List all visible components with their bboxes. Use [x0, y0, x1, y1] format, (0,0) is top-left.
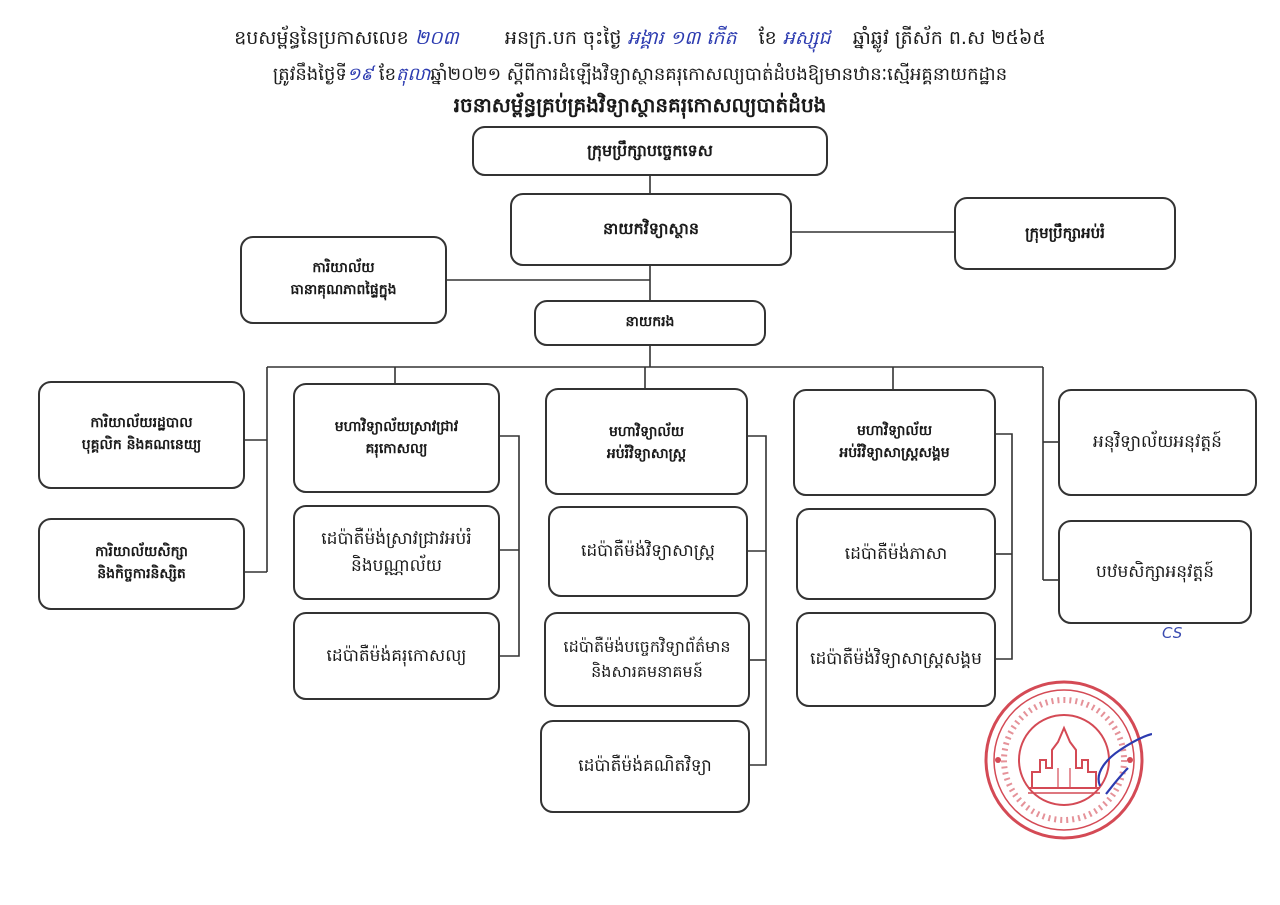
practice-secondary-label: អនុវិទ្យាល័យអនុវត្តន៍: [1093, 432, 1222, 453]
faculty-research-label-1: មហាវិទ្យាល័យស្រាវជ្រាវ: [334, 419, 459, 435]
qa-office-box: ការិយាល័យ ធានាគុណភាពផ្ទៃក្នុង: [240, 236, 447, 324]
institute-director-box: នាយកវិទ្យាស្ថាន: [510, 193, 792, 266]
dept-social-science-label: ដេប៉ាតឺម៉ង់វិទ្យាសាស្ត្រសង្គម: [810, 649, 982, 670]
month-label: ខែ: [758, 27, 777, 49]
date-month-label: ខែ: [378, 64, 397, 85]
dept-research-label-1: ដេប៉ាតឺម៉ង់ស្រាវជ្រាវអប់រំ: [321, 529, 472, 550]
faculty-social-label-1: មហាវិទ្យាល័យ: [856, 423, 933, 439]
dept-ict-box: ដេប៉ាតឺម៉ង់បច្ចេកវិទ្យាព័ត៌មាន និងសារគមន…: [544, 612, 750, 707]
student-affairs-label-2: និងកិច្ចការនិស្សិត: [97, 566, 186, 582]
dept-pedagogy-label: ដេប៉ាតឺម៉ង់គរុកោសល្យ: [326, 645, 467, 666]
sign-month: អស្សុជ: [782, 27, 831, 49]
qa-office-label-2: ធានាគុណភាពផ្ទៃក្នុង: [290, 282, 397, 298]
board-of-directors-label: ក្រុមប្រឹក្សាបច្ចេកទេស: [587, 140, 713, 160]
faculty-research-label-2: គរុកោសល្យ: [365, 440, 428, 457]
official-seal-icon: [984, 680, 1152, 840]
dept-social-science-box: ដេប៉ាតឺម៉ង់វិទ្យាសាស្ត្រសង្គម: [796, 612, 996, 707]
practice-primary-label: បឋមសិក្សាអនុវត្តន៍: [1095, 561, 1215, 582]
faculty-research-box: មហាវិទ្យាល័យស្រាវជ្រាវ គរុកោសល្យ: [293, 383, 500, 493]
dept-research-label-2: និងបណ្ណាល័យ: [351, 555, 442, 576]
dept-math-box: ដេប៉ាតឺម៉ង់គណិតវិទ្យា: [540, 720, 750, 813]
annex-prefix: ឧបសម្ព័ន្ធនៃប្រកាសលេខ: [234, 27, 409, 49]
chart-title: រចនាសម្ព័ន្ធគ្រប់គ្រងវិទ្យាស្ថានគរុកោសល្…: [453, 93, 827, 117]
deputy-director-label: នាយករង: [625, 314, 675, 331]
dept-science-label: ដេប៉ាតឺម៉ង់វិទ្យាសាស្ត្រ: [581, 541, 715, 562]
dept-pedagogy-box: ដេប៉ាតឺម៉ង់គរុកោសល្យ: [293, 612, 500, 700]
date-month: តុលា: [396, 64, 431, 85]
annex-header-line2: ត្រូវនឹងថ្ងៃទី១៩ ខែតុលាឆ្នាំ២០២១ ស្ដីពីក…: [0, 62, 1280, 89]
connector-science-dept-bracket: [748, 435, 767, 766]
institute-director-label: នាយកវិទ្យាស្ថាន: [603, 219, 699, 239]
student-affairs-office-box: ការិយាល័យសិក្សា និងកិច្ចការនិស្សិត: [38, 518, 245, 610]
handwritten-initials: CS: [1162, 624, 1183, 642]
admin-office-label-2: បុគ្គលិក និងគណនេយ្យ: [81, 437, 202, 453]
faculty-social-science-box: មហាវិទ្យាល័យ អប់រំវិទ្យាសាស្ត្រសង្គម: [793, 389, 996, 496]
faculty-science-label-1: មហាវិទ្យាល័យ: [608, 424, 685, 440]
decree-code: អនក្រ.បក ចុះថ្ងៃ: [504, 27, 622, 49]
student-affairs-label-1: ការិយាល័យសិក្សា: [95, 544, 188, 561]
deputy-director-box: នាយករង: [534, 300, 766, 346]
date-prefix: ត្រូវនឹងថ្ងៃទី: [272, 64, 347, 85]
annex-header-line1: ឧបសម្ព័ន្ធនៃប្រកាសលេខ ២០៣ អនក្រ.បក ចុះថ្…: [0, 26, 1280, 54]
sign-day: អង្គារ ១៣ កើត: [627, 27, 737, 49]
dept-math-label: ដេប៉ាតឺម៉ង់គណិតវិទ្យា: [578, 756, 712, 777]
dept-ict-label-2: និងសារគមនាគមន៍: [591, 661, 703, 681]
practice-primary-school-box: បឋមសិក្សាអនុវត្តន៍: [1058, 520, 1252, 624]
date-day: ១៩: [346, 64, 374, 85]
education-council-label: ក្រុមប្រឹក្សាអប់រំ: [1025, 223, 1105, 242]
admin-office-box: ការិយាល័យរដ្ឋបាល បុគ្គលិក និងគណនេយ្យ: [38, 381, 245, 489]
admin-office-label-1: ការិយាល័យរដ្ឋបាល: [90, 415, 193, 432]
dept-science-box: ដេប៉ាតឺម៉ង់វិទ្យាសាស្ត្រ: [548, 506, 748, 597]
decree-number: ២០៣: [414, 27, 459, 49]
education-council-box: ក្រុមប្រឹក្សាអប់រំ: [954, 197, 1176, 270]
board-of-directors-box: ក្រុមប្រឹក្សាបច្ចេកទេស: [472, 126, 828, 176]
qa-office-label-1: ការិយាល័យ: [312, 260, 375, 277]
lunar-year: ឆ្នាំឆ្លូវ ត្រីស័ក ព.ស ២៥៦៥: [852, 27, 1046, 49]
connector-social-dept-bracket: [996, 433, 1013, 660]
dept-language-label: ដេប៉ាតឺម៉ង់ភាសា: [844, 543, 948, 564]
connector-research-dept-bracket: [500, 435, 520, 657]
dept-language-box: ដេប៉ាតឺម៉ង់ភាសា: [796, 508, 996, 600]
faculty-science-label-2: អប់រំវិទ្យាសាស្ត្រ: [606, 445, 687, 462]
practice-secondary-school-box: អនុវិទ្យាល័យអនុវត្តន៍: [1058, 389, 1257, 496]
decree-subject: ឆ្នាំ២០២១ ស្ដីពីការដំឡើងវិទ្យាស្ថានគរុកោ…: [430, 64, 1008, 85]
dept-ict-label-1: ដេប៉ាតឺម៉ង់បច្ចេកវិទ្យាព័ត៌មាន: [563, 636, 731, 656]
dept-research-box: ដេប៉ាតឺម៉ង់ស្រាវជ្រាវអប់រំ និងបណ្ណាល័យ: [293, 505, 500, 600]
faculty-social-label-2: អប់រំវិទ្យាសាស្ត្រសង្គម: [839, 444, 950, 461]
faculty-science-box: មហាវិទ្យាល័យ អប់រំវិទ្យាសាស្ត្រ: [545, 388, 748, 495]
